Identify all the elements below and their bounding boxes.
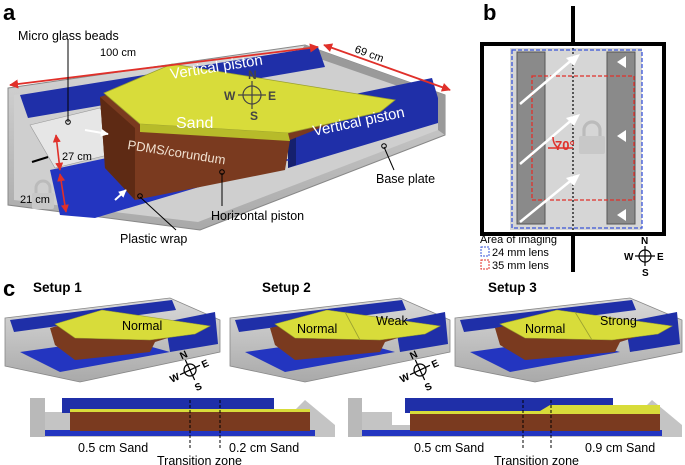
dimension-width (323, 43, 451, 92)
panel-a-letter: a (3, 0, 16, 25)
black-arrow-icon (31, 156, 49, 163)
label-horizontal-piston: Horizontal piston (211, 209, 304, 223)
svg-text:E: E (268, 89, 276, 103)
legend-item-24mm: 24 mm lens (492, 247, 549, 259)
label-length: 100 cm (100, 47, 136, 59)
setup-2-zone-weak: Weak (376, 314, 408, 328)
compass-rose-b: N S E W (624, 236, 664, 279)
setup-3-model: Normal Strong (454, 297, 683, 383)
setup-3-zone-strong: Strong (600, 314, 637, 328)
setup-1-model: Normal (4, 297, 221, 383)
section-1-right-label: 0.2 cm Sand (229, 441, 299, 455)
label-sand: Sand (176, 115, 213, 132)
svg-text:N: N (178, 349, 189, 362)
svg-text:E: E (200, 358, 211, 371)
imaging-area-35mm (531, 75, 635, 201)
label-base-plate: Base plate (376, 172, 435, 186)
svg-text:W: W (224, 89, 236, 103)
svg-text:W: W (168, 371, 182, 385)
shear-arrows (519, 57, 575, 223)
panel-b-letter: b (483, 0, 496, 25)
setup-1-title: Setup 1 (33, 280, 82, 295)
panel-c-letter: c (3, 276, 15, 301)
push-arrow-icons (617, 56, 626, 221)
setup-2-model: Normal Weak (229, 297, 451, 383)
setup-2-title: Setup 2 (262, 280, 311, 295)
svg-text:N: N (408, 349, 419, 362)
setup-2-zone-normal: Normal (297, 322, 337, 336)
svg-text:E: E (657, 252, 664, 263)
svg-text:S: S (423, 381, 434, 394)
legend-title: Area of imaging (480, 234, 557, 246)
section-2-left-label: 0.5 cm Sand (414, 441, 484, 455)
panel-c: c Setup 1 Setup 2 Setup 3 Normal Normal … (3, 276, 683, 465)
svg-text:N: N (641, 236, 648, 247)
setup-3-title: Setup 3 (488, 280, 537, 295)
cross-section-1: 0.5 cm Sand 0.2 cm Sand Transition zone (30, 398, 335, 465)
lock-icon (579, 120, 605, 154)
svg-text:S: S (250, 109, 258, 123)
svg-text:S: S (642, 268, 649, 279)
section-1-zone-label: Transition zone (157, 454, 242, 465)
legend-swatch-red (480, 259, 490, 270)
setup-3-zone-normal: Normal (525, 322, 565, 336)
svg-text:S: S (193, 381, 204, 394)
dimension-21 (57, 173, 69, 213)
label-27: 27 cm (62, 151, 92, 163)
label-micro-glass-beads: Micro glass beads (18, 29, 119, 43)
panel-b: b (480, 0, 666, 279)
label-plastic-wrap: Plastic wrap (120, 232, 187, 246)
angle-label: 70° (555, 138, 575, 153)
svg-text:W: W (624, 252, 634, 263)
dimension-length (9, 43, 319, 89)
legend-item-35mm: 35 mm lens (492, 260, 549, 272)
section-2-zone-label: Transition zone (494, 454, 579, 465)
dimension-27 (52, 134, 64, 171)
panel-a: a N S E W (3, 0, 451, 246)
arrow-icon (84, 128, 109, 137)
label-21: 21 cm (20, 194, 50, 206)
setup-1-zone-normal: Normal (122, 319, 162, 333)
section-1-left-label: 0.5 cm Sand (78, 441, 148, 455)
imaging-area-24mm (511, 49, 643, 229)
svg-text:E: E (430, 358, 441, 371)
section-2-right-label: 0.9 cm Sand (585, 441, 655, 455)
cross-section-2: 0.5 cm Sand 0.9 cm Sand Transition zone (348, 398, 682, 465)
left-block (516, 51, 546, 225)
legend-swatch-blue (480, 246, 490, 257)
arrow-icon (114, 189, 127, 201)
svg-text:W: W (398, 371, 412, 385)
lock-icon (32, 179, 54, 209)
